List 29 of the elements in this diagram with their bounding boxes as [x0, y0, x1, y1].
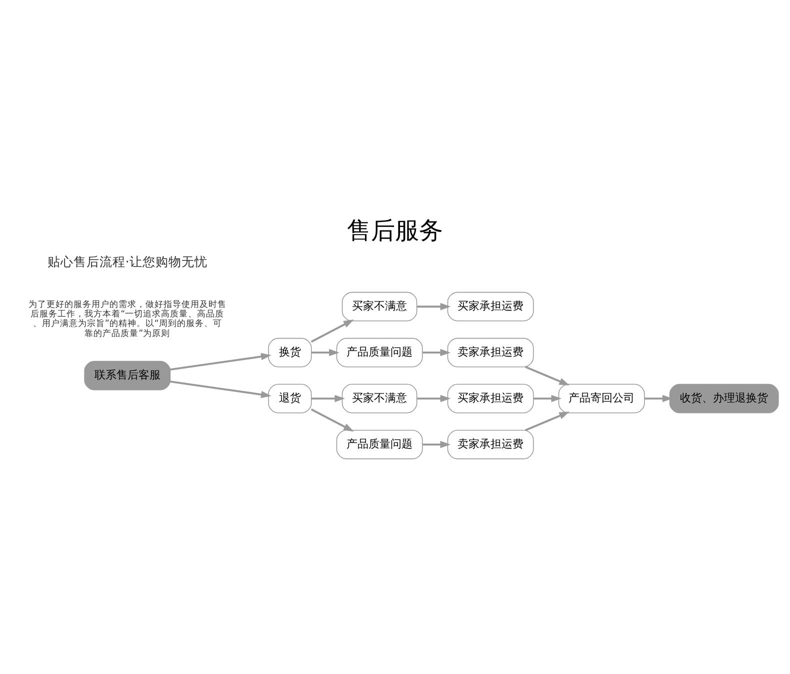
label: 为了更好的服务用户的需求，做好指导使用及时售后服务工作，我方本着“一切追求高质量、高品质、用户满意为宗旨”的精神。以“周到的服务、可靠的产品质量”为原则 — [28, 300, 226, 338]
arrow — [311, 348, 340, 356]
node-box: 产品寄回公司 — [558, 383, 645, 413]
arrow — [170, 352, 272, 370]
arrow — [417, 394, 451, 402]
label: 贴心售后流程·让您购物无忧 — [47, 253, 208, 268]
arrow — [525, 411, 570, 431]
arrow — [422, 348, 451, 356]
node-box: 联系售后客服 — [84, 360, 171, 390]
arrow — [170, 380, 272, 398]
arrow — [310, 408, 354, 432]
arrow — [417, 302, 451, 310]
node-box: 退货 — [268, 383, 312, 413]
diagram-title: 售后服务 — [347, 216, 443, 244]
node-box: 买家不满意 — [342, 291, 418, 321]
node-box: 收货、办理退换货 — [669, 383, 779, 413]
node-box: 产品质量问题 — [336, 429, 423, 459]
arrow — [311, 394, 346, 402]
arrow — [525, 365, 570, 385]
node-box: 换货 — [268, 337, 312, 367]
node-box: 买家承担运费 — [447, 291, 534, 321]
arrow — [310, 319, 354, 342]
node-box: 卖家承担运费 — [447, 337, 534, 367]
arrow — [534, 394, 562, 402]
arrow — [422, 440, 451, 448]
node-box: 卖家承担运费 — [447, 429, 534, 459]
node-box: 买家不满意 — [342, 383, 418, 413]
node-box: 产品质量问题 — [336, 337, 423, 367]
node-box: 买家承担运费 — [447, 383, 534, 413]
